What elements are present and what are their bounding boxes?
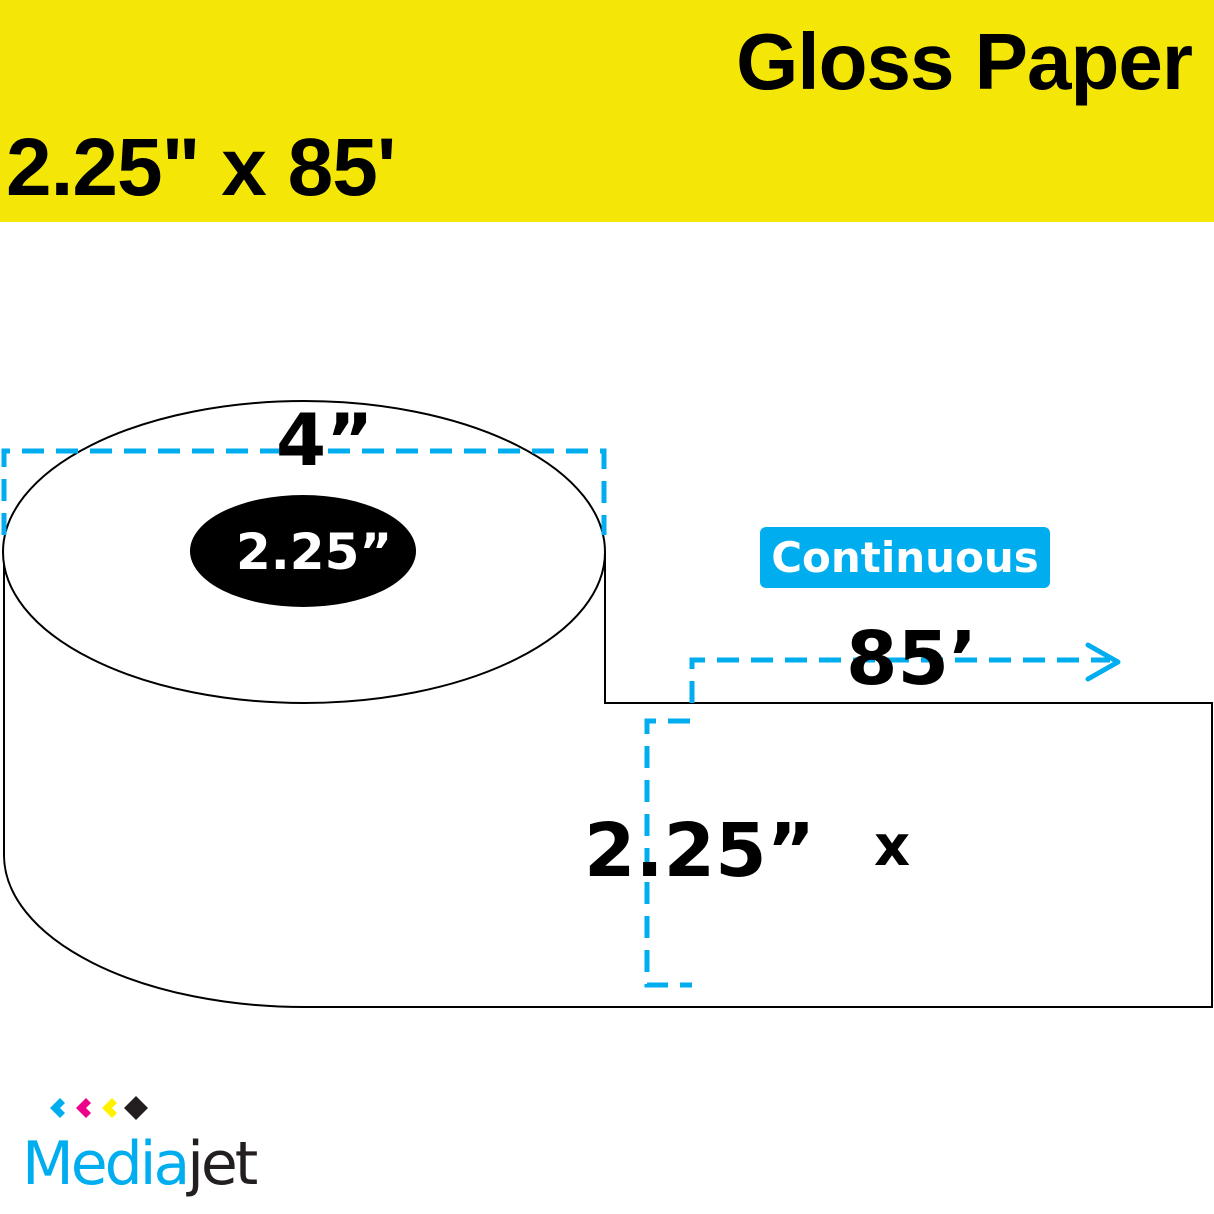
times-label: x <box>874 814 911 879</box>
logo-brand-part-2: jet <box>187 1129 258 1199</box>
continuous-badge: Continuous <box>760 527 1050 588</box>
core-size-label: 2.25” <box>236 523 393 581</box>
header-banner: Gloss Paper 2.25" x 85' <box>0 0 1214 222</box>
logo-brand-part-1: Media <box>22 1129 190 1199</box>
product-type-title: Gloss Paper <box>736 17 1193 106</box>
product-size-title: 2.25" x 85' <box>6 122 396 213</box>
outer-diameter-dimension-line <box>1 448 607 535</box>
mediajet-logo-icon <box>50 1096 148 1120</box>
arrow-right-icon <box>1085 642 1121 682</box>
outer-diameter-label: 4” <box>276 398 374 482</box>
width-dimension-line <box>644 718 692 988</box>
width-label: 2.25” <box>584 808 816 894</box>
length-label: 85’ <box>846 616 978 702</box>
length-dimension-line <box>689 657 1110 703</box>
mediajet-logo: Mediajet <box>22 1128 258 1200</box>
roll-core <box>190 495 416 607</box>
